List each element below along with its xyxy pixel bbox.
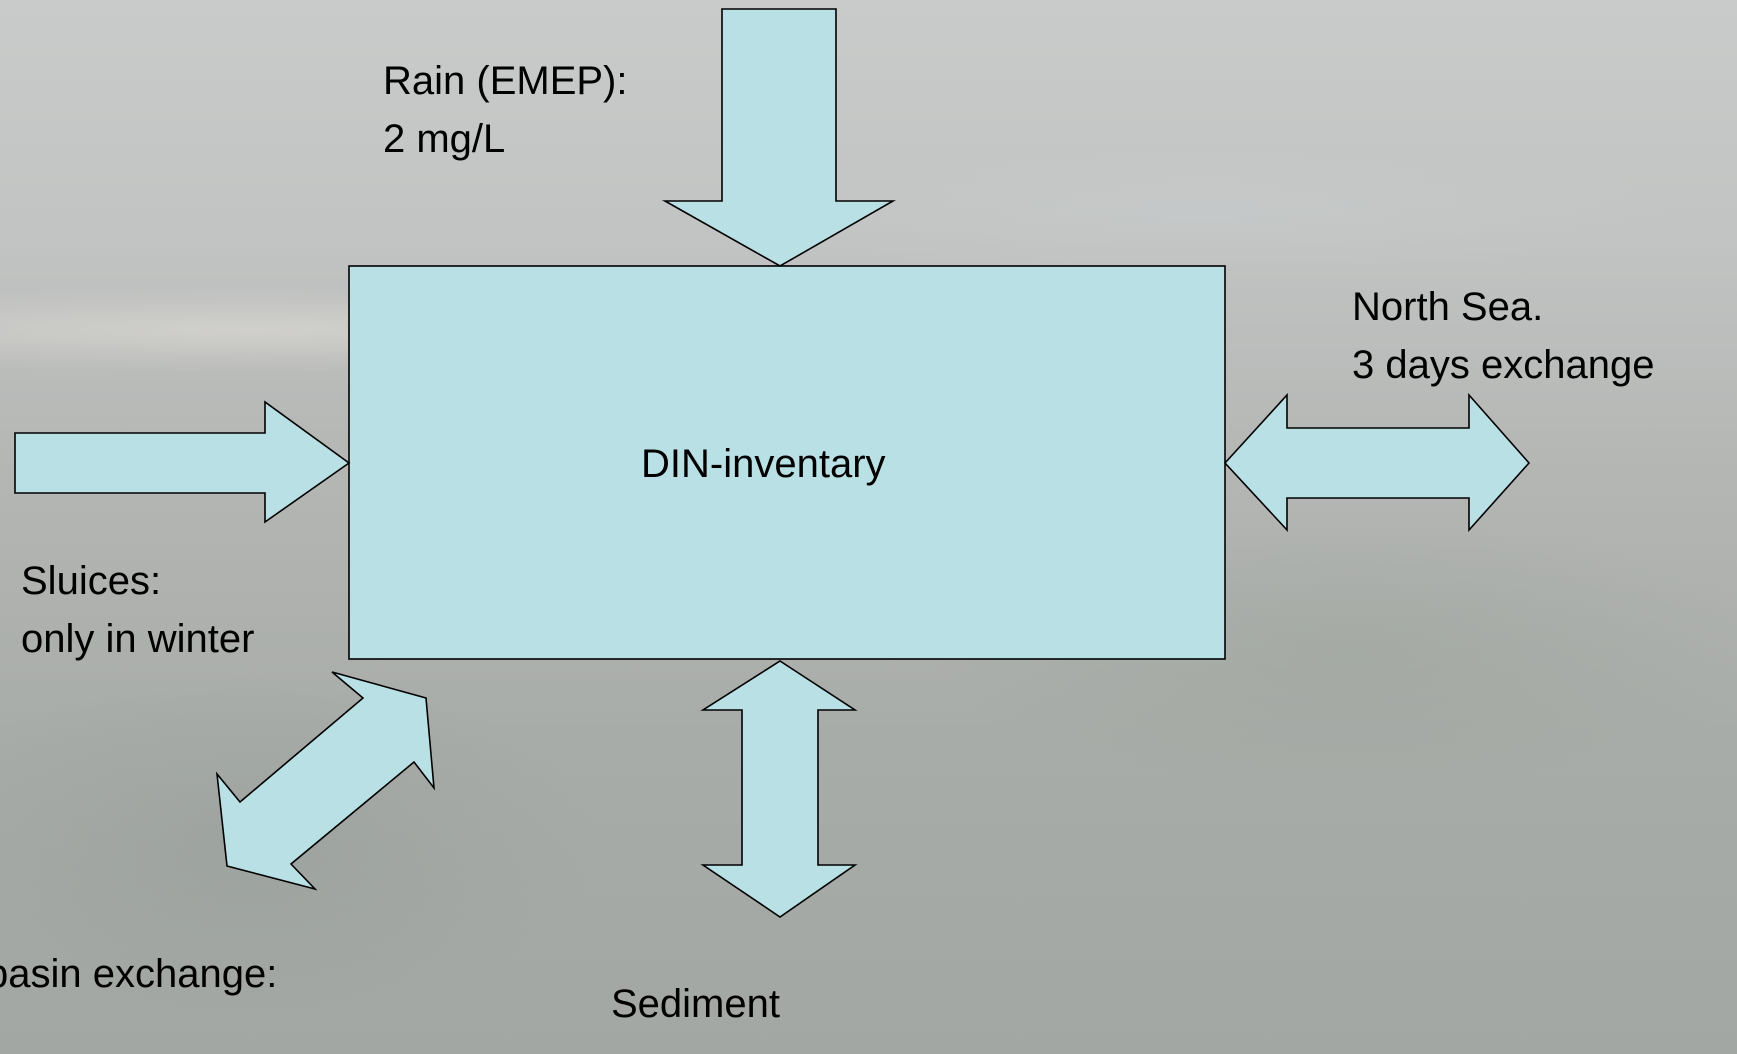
north-sea-exchange-arrow [1223,392,1531,533]
basin-exchange-arrow [215,671,436,891]
rain-arrow [661,8,896,267]
din-inventory-box [348,265,1226,660]
sediment-exchange-arrow [700,660,858,918]
rain-label: Rain (EMEP): 2 mg/L [383,59,628,161]
north-sea-label: North Sea. 3 days exchange [1352,285,1655,387]
din-inventory-label: DIN-inventary [641,442,886,486]
sluices-label: Sluices: only in winter [21,559,255,661]
sluices-arrow [14,400,351,524]
sediment-label: Sediment [611,982,780,1026]
basin-exchange-label: basin exchange: [0,952,278,996]
